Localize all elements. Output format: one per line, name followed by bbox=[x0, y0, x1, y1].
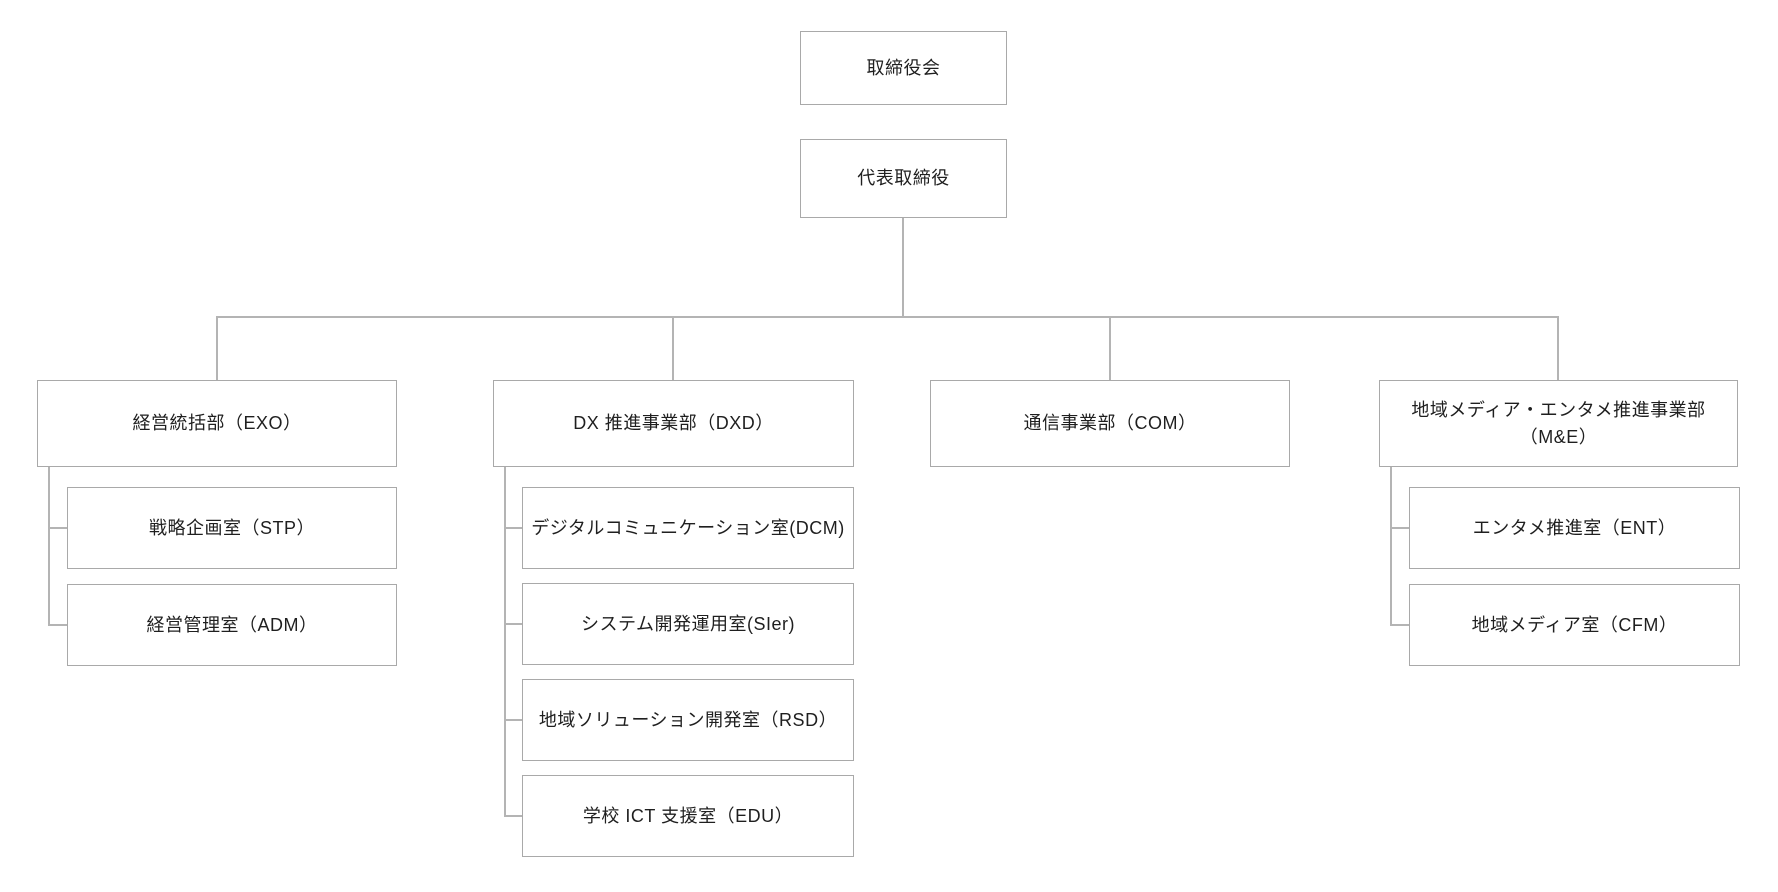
connector-trunk-horizontal bbox=[216, 316, 1559, 318]
node-div-dcm-label: デジタルコミュニケーション室(DCM) bbox=[531, 517, 845, 538]
node-div-adm: 経営管理室（ADM） bbox=[67, 584, 397, 666]
connector-stub-sier bbox=[504, 623, 522, 625]
connector-stub-stp bbox=[48, 527, 67, 529]
node-div-cfm: 地域メディア室（CFM） bbox=[1409, 584, 1740, 666]
connector-trunk-vertical bbox=[902, 218, 904, 317]
node-dept-exo: 経営統括部（EXO） bbox=[37, 380, 397, 467]
node-div-rsd-label: 地域ソリューション開発室（RSD） bbox=[538, 709, 838, 730]
connector-me-children-vertical bbox=[1390, 467, 1392, 626]
connector-stub-edu bbox=[504, 815, 522, 817]
connector-stub-adm bbox=[48, 624, 67, 626]
connector-drop-com bbox=[1109, 316, 1111, 380]
node-div-cfm-label: 地域メディア室（CFM） bbox=[1471, 614, 1678, 635]
connector-stub-dcm bbox=[504, 527, 522, 529]
node-representative-director: 代表取締役 bbox=[800, 139, 1007, 218]
node-div-adm-label: 経営管理室（ADM） bbox=[146, 614, 318, 635]
node-div-stp: 戦略企画室（STP） bbox=[67, 487, 397, 569]
node-dept-me-label-line1: 地域メディア・エンタメ推進事業部 bbox=[1411, 399, 1706, 420]
connector-stub-rsd bbox=[504, 719, 522, 721]
node-div-dcm: デジタルコミュニケーション室(DCM) bbox=[522, 487, 854, 569]
node-div-sier: システム開発運用室(SIer) bbox=[522, 583, 854, 665]
node-dept-dxd: DX 推進事業部（DXD） bbox=[493, 380, 854, 467]
node-div-edu: 学校 ICT 支援室（EDU） bbox=[522, 775, 854, 857]
node-dept-dxd-label: DX 推進事業部（DXD） bbox=[573, 413, 774, 433]
node-board-of-directors: 取締役会 bbox=[800, 31, 1007, 105]
node-representative-director-label: 代表取締役 bbox=[857, 168, 950, 188]
connector-drop-me bbox=[1557, 316, 1559, 380]
node-div-stp-label: 戦略企画室（STP） bbox=[148, 517, 315, 538]
node-div-edu-label: 学校 ICT 支援室（EDU） bbox=[582, 805, 794, 826]
connector-stub-cfm bbox=[1390, 624, 1409, 626]
node-dept-me-label-line2: （M&E） bbox=[1519, 426, 1598, 447]
node-dept-exo-label: 経営統括部（EXO） bbox=[132, 413, 302, 433]
node-dept-com-label: 通信事業部（COM） bbox=[1023, 413, 1197, 433]
node-board-of-directors-label: 取締役会 bbox=[866, 57, 941, 78]
node-div-rsd: 地域ソリューション開発室（RSD） bbox=[522, 679, 854, 761]
connector-dxd-children-vertical bbox=[504, 467, 506, 817]
node-div-sier-label: システム開発運用室(SIer) bbox=[581, 613, 795, 634]
connector-stub-ent bbox=[1390, 527, 1409, 529]
connector-exo-children-vertical bbox=[48, 467, 50, 626]
connector-drop-exo bbox=[216, 316, 218, 380]
node-div-ent: エンタメ推進室（ENT） bbox=[1409, 487, 1740, 569]
node-dept-me: 地域メディア・エンタメ推進事業部 （M&E） bbox=[1379, 380, 1738, 467]
connector-drop-dxd bbox=[672, 316, 674, 380]
node-div-ent-label: エンタメ推進室（ENT） bbox=[1472, 517, 1677, 538]
node-dept-com: 通信事業部（COM） bbox=[930, 380, 1290, 467]
